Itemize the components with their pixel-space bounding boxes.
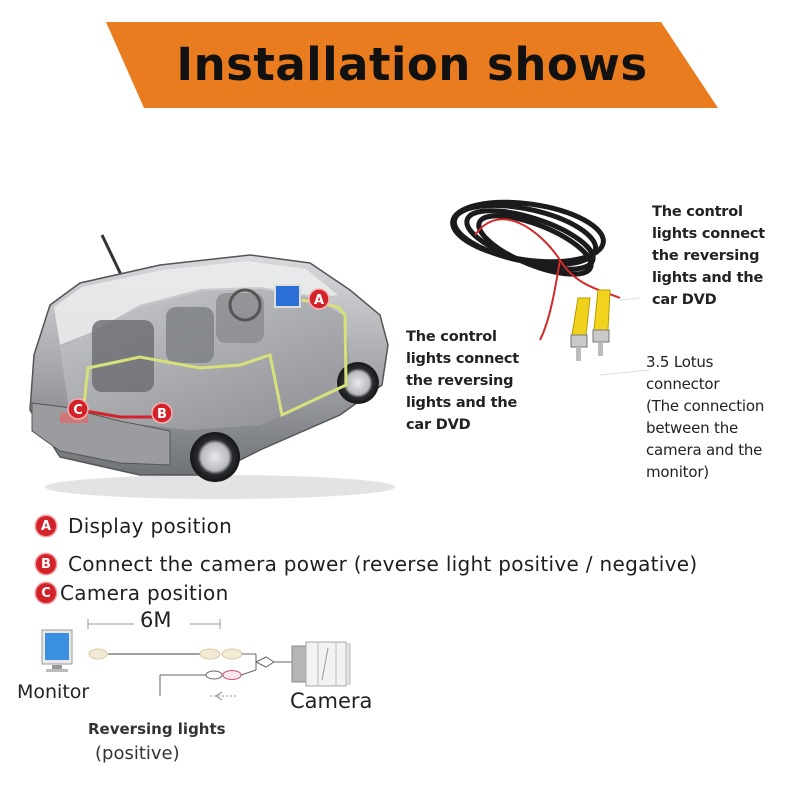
note-line: the reversing	[652, 248, 760, 264]
lotus-connector-note: 3.5 Lotus connector (The connection betw…	[646, 351, 800, 483]
marker-c: C	[67, 398, 89, 420]
note-line: lights and the	[652, 270, 764, 286]
positive-label: (positive)	[95, 743, 180, 764]
svg-text:C: C	[73, 403, 83, 418]
note-line: camera and the	[646, 441, 763, 459]
dash-monitor-icon	[274, 284, 301, 308]
marker-a: A	[308, 288, 330, 310]
note-line: lights connect	[652, 226, 766, 242]
badge-a-icon: A	[36, 516, 56, 536]
control-lights-note-right: The control lights connect the reversing…	[652, 201, 800, 311]
svg-text:B: B	[157, 407, 167, 422]
page-title: Installation shows	[176, 38, 648, 91]
legend-label: Display position	[68, 514, 233, 538]
power-wire	[79, 408, 160, 419]
car-cutaway-illustration: A B C	[29, 234, 395, 499]
svg-text:A: A	[314, 293, 324, 308]
rca-plug-right	[592, 289, 611, 356]
cable-length-label: 6M	[140, 608, 172, 632]
video-wire	[81, 298, 348, 418]
marker-b: B	[151, 402, 173, 424]
note-line: the reversing	[406, 373, 514, 389]
wiring-diagram	[41, 619, 351, 701]
camera-label: Camera	[290, 689, 373, 713]
note-line: 3.5 Lotus	[646, 353, 714, 371]
monitor-label: Monitor	[17, 681, 90, 703]
note-line: (The connection	[646, 397, 765, 415]
rca-plug-left	[570, 297, 591, 361]
monitor-icon	[41, 629, 73, 672]
legend-label: Connect the camera power (reverse light …	[68, 552, 698, 576]
front-wheel-icon	[337, 362, 379, 404]
note-line: The control	[652, 204, 743, 220]
note-line: connector	[646, 375, 720, 393]
note-line: lights connect	[406, 351, 520, 367]
note-line: between the	[646, 419, 739, 437]
note-line: The control	[406, 329, 497, 345]
legend-label: Camera position	[60, 581, 229, 605]
legend-item-camera-power: B Connect the camera power (reverse ligh…	[36, 552, 697, 576]
note-line: car DVD	[406, 417, 471, 433]
legend-item-display: A Display position	[36, 514, 232, 538]
note-line: car DVD	[652, 292, 717, 308]
note-line: monitor)	[646, 463, 709, 481]
title-banner: Installation shows	[106, 22, 718, 108]
rca-cable-illustration	[450, 199, 621, 361]
banner-shape	[106, 22, 718, 108]
badge-b-icon: B	[36, 554, 56, 574]
badge-c-icon: C	[36, 583, 56, 603]
control-lights-note-mid: The control lights connect the reversing…	[406, 326, 546, 436]
camera-icon	[291, 641, 351, 687]
rear-wheel-icon	[190, 432, 240, 482]
leader-lines	[599, 297, 651, 376]
legend-item-camera-position: C Camera position	[36, 581, 229, 605]
reversing-lights-label: Reversing lights	[88, 720, 226, 738]
note-line: lights and the	[406, 395, 518, 411]
